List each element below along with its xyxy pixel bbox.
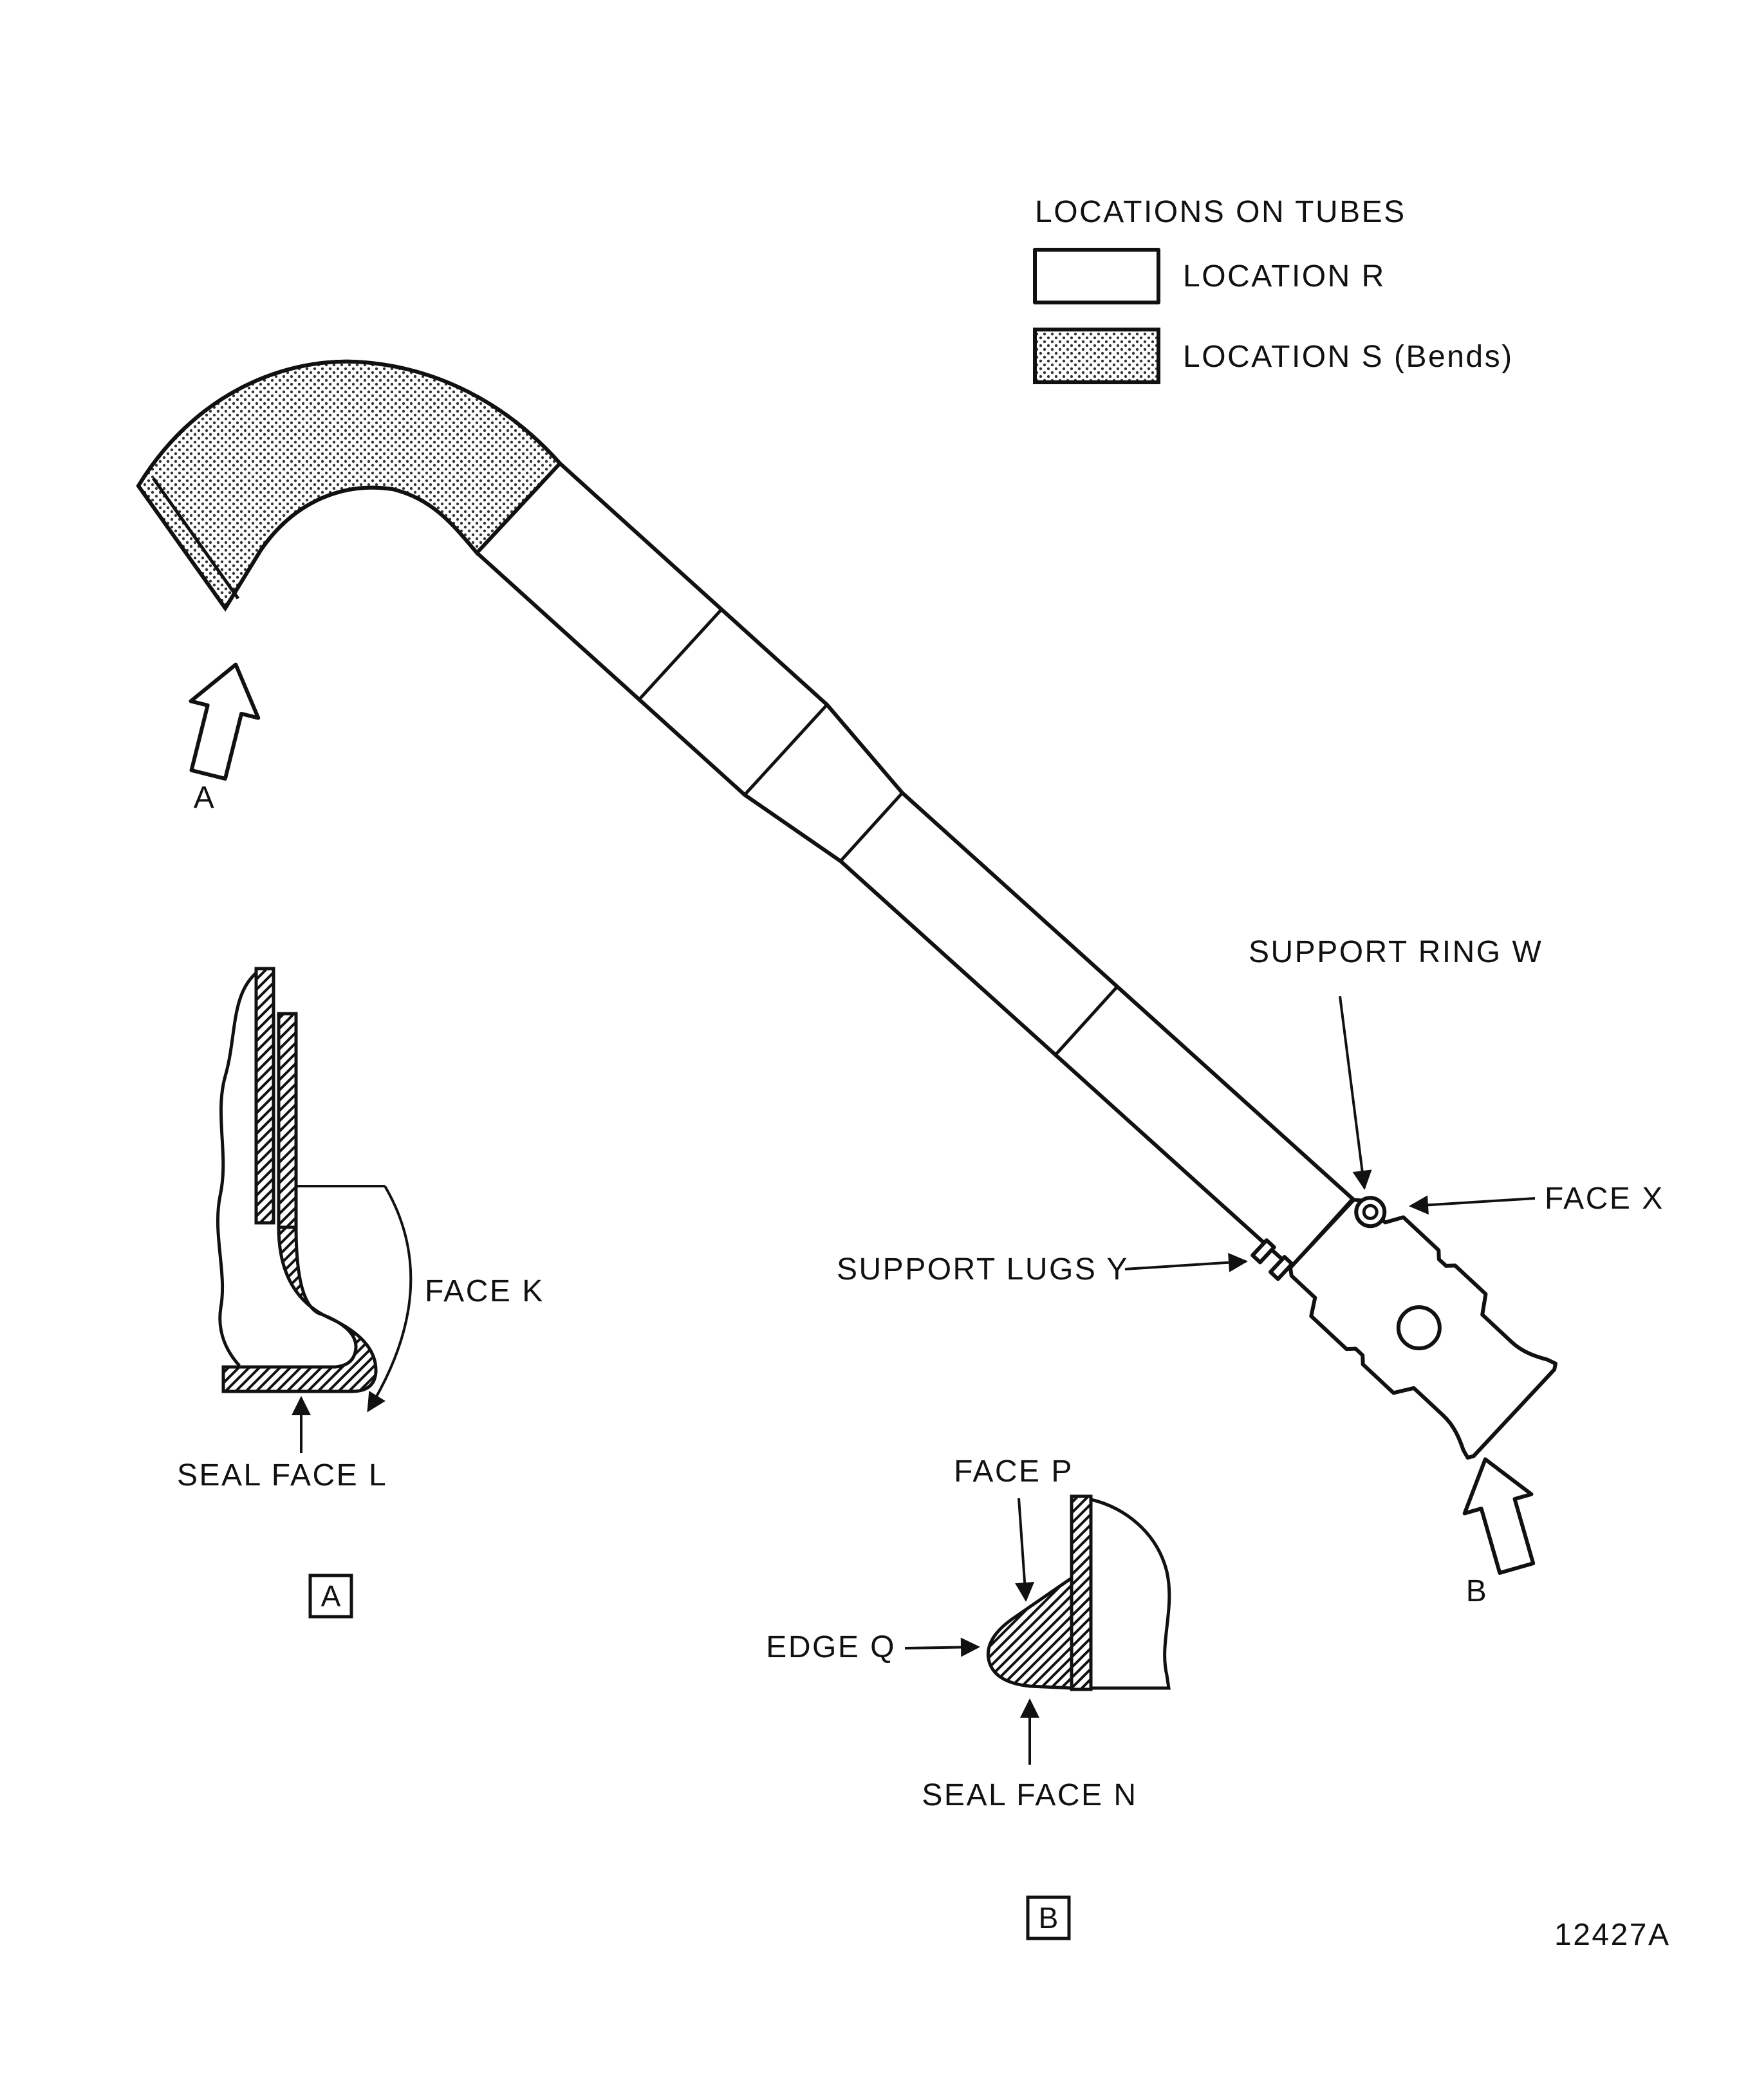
view-arrow-a bbox=[189, 662, 261, 781]
joint-line-1 bbox=[638, 608, 723, 701]
main-tube bbox=[136, 359, 1557, 1460]
detail-b-marker-letter: B bbox=[1039, 1901, 1059, 1935]
taper-line-start bbox=[743, 703, 828, 796]
joint-line-2 bbox=[1054, 985, 1119, 1056]
end-fitting-group bbox=[1250, 1196, 1557, 1460]
face-p-label: FACE P bbox=[954, 1454, 1074, 1489]
support-lug-1 bbox=[1250, 1238, 1276, 1265]
seal-face-l-label: SEAL FACE L bbox=[177, 1458, 387, 1492]
view-arrow-b bbox=[1462, 1457, 1536, 1575]
detail-a-break-line bbox=[216, 971, 259, 1367]
face-k-arc bbox=[367, 1185, 413, 1413]
detail-b-marker-box bbox=[1026, 1895, 1071, 1940]
face-x-leader bbox=[1409, 1195, 1536, 1215]
legend-swatch-location-s bbox=[1033, 328, 1160, 384]
taper-line-end bbox=[839, 792, 904, 862]
view-arrow-b-label: B bbox=[1466, 1574, 1489, 1608]
support-ring-outer bbox=[1354, 1196, 1387, 1229]
edge-q-leader bbox=[904, 1637, 980, 1657]
detail-a-marker-letter: A bbox=[321, 1579, 341, 1613]
seal-face-n-label: SEAL FACE N bbox=[922, 1778, 1137, 1812]
face-p-leader bbox=[1015, 1498, 1035, 1602]
legend-label-location-s: LOCATION S (Bends) bbox=[1183, 340, 1514, 374]
support-lugs-y-leader bbox=[1124, 1252, 1248, 1272]
support-ring-w-leader bbox=[1339, 996, 1372, 1190]
coupling-hole bbox=[1396, 1305, 1442, 1351]
support-lugs-y-label: SUPPORT LUGS Y bbox=[837, 1252, 1129, 1287]
legend: LOCATIONS ON TUBES LOCATION R LOCATION S… bbox=[1033, 195, 1514, 384]
detail-a-wall-inner bbox=[254, 967, 275, 1225]
detail-b-section: FACE P EDGE Q SEAL FACE N B bbox=[766, 1454, 1171, 1940]
support-ring-w-label: SUPPORT RING W bbox=[1249, 935, 1543, 969]
face-x-label: FACE X bbox=[1545, 1182, 1664, 1216]
flange-lip-line bbox=[151, 477, 240, 600]
legend-title: LOCATIONS ON TUBES bbox=[1035, 195, 1406, 229]
detail-a-section: FACE K SEAL FACE L A bbox=[177, 967, 544, 1619]
detail-b-break-line bbox=[1090, 1498, 1171, 1690]
detail-b-wall bbox=[1070, 1494, 1093, 1691]
face-k-label: FACE K bbox=[425, 1274, 544, 1308]
tube-callouts: SUPPORT RING W FACE X SUPPORT LUGS Y bbox=[837, 935, 1664, 1287]
view-arrow-a-label: A bbox=[194, 781, 216, 815]
legend-label-location-r: LOCATION R bbox=[1183, 259, 1386, 293]
view-arrow-a-group: A bbox=[189, 662, 261, 815]
support-lug-2 bbox=[1268, 1254, 1294, 1281]
detail-a-hook bbox=[221, 1225, 378, 1393]
figure-number: 12427A bbox=[1554, 1918, 1671, 1952]
support-ring-inner bbox=[1362, 1203, 1379, 1220]
detail-b-wedge bbox=[986, 1575, 1074, 1690]
bend-stipple-region bbox=[136, 359, 563, 612]
detail-a-marker-box bbox=[308, 1574, 353, 1619]
legend-swatch-location-r bbox=[1033, 248, 1160, 304]
view-arrow-b-group: B bbox=[1462, 1457, 1536, 1608]
detail-a-wall-outer bbox=[277, 1012, 298, 1229]
edge-q-label: EDGE Q bbox=[766, 1630, 896, 1664]
